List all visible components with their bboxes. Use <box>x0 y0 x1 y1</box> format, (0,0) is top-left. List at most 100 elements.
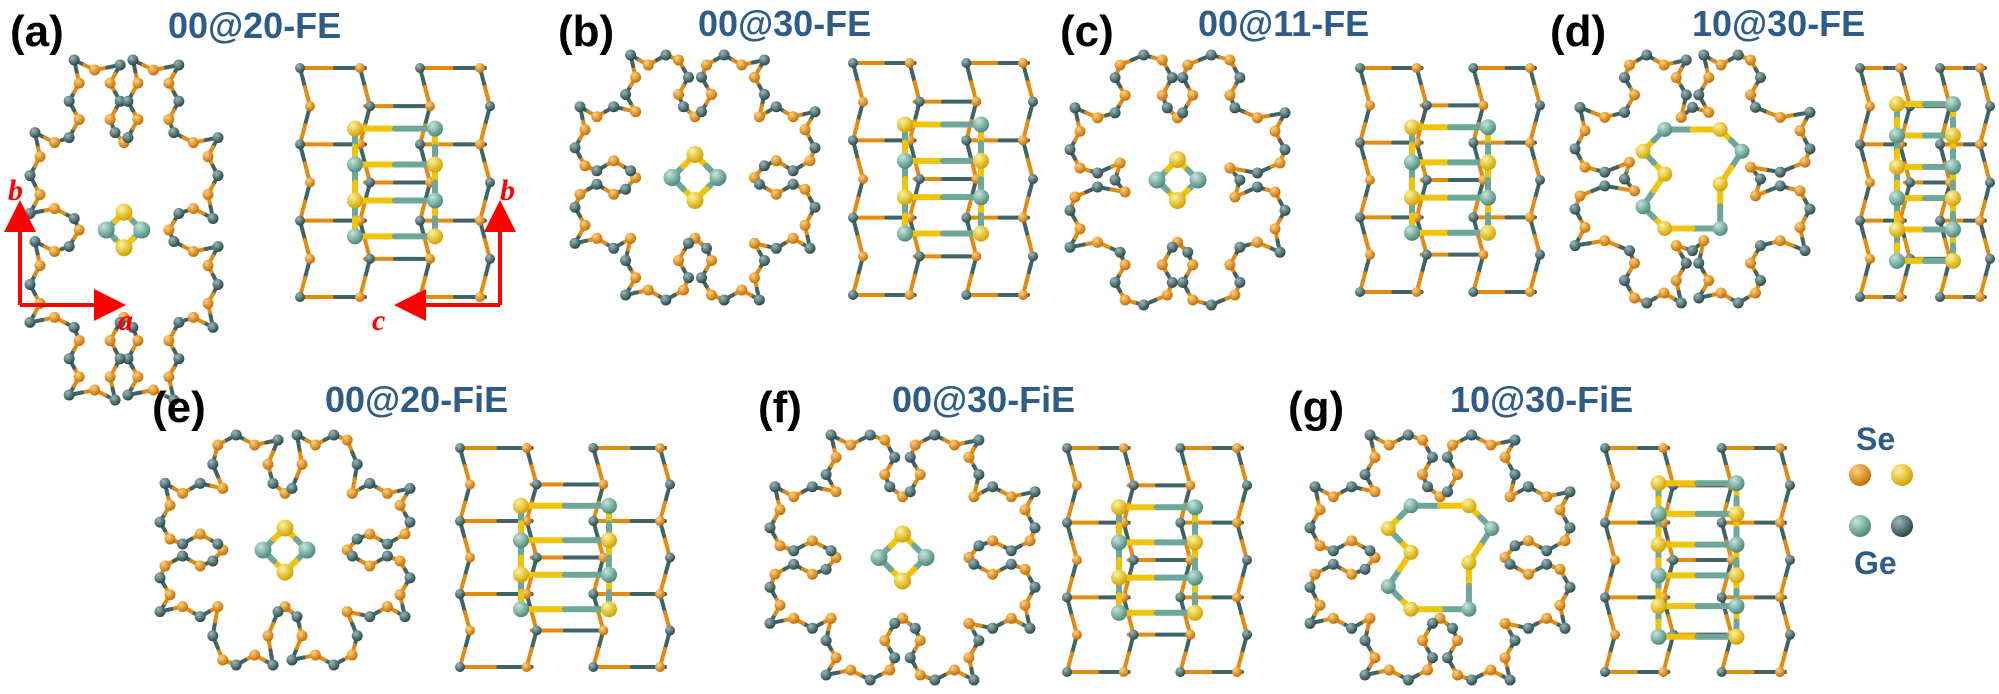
ge-atom <box>787 178 799 190</box>
se-atom <box>1745 257 1756 269</box>
se-atom <box>1975 215 1985 226</box>
se-atom <box>1745 161 1756 173</box>
ge-atom <box>848 135 858 146</box>
se-atom <box>163 77 175 89</box>
ge-atom <box>154 516 166 528</box>
se-atom <box>1229 191 1241 203</box>
ge-atom <box>365 101 375 112</box>
se-atom <box>394 589 406 601</box>
se-atom <box>1775 517 1785 528</box>
side-view-b <box>848 58 1038 300</box>
se-atom <box>49 137 61 149</box>
panel-label-g: (g) <box>1288 383 1344 432</box>
ge-atom <box>351 533 363 545</box>
ge-atom <box>1064 144 1076 156</box>
top-view-b <box>569 49 821 306</box>
se-atom <box>1889 221 1905 238</box>
se-atom <box>521 662 532 672</box>
ge-atom <box>660 49 672 61</box>
ge-atom <box>1359 563 1371 575</box>
ge-atom <box>678 101 689 113</box>
se-atom <box>1232 592 1242 603</box>
ge-atom <box>1569 203 1581 215</box>
se-atom <box>513 497 529 514</box>
se-atom <box>202 189 214 201</box>
se-atom <box>608 155 620 167</box>
ge-atom <box>1509 540 1521 552</box>
ge-atom <box>272 606 284 618</box>
ge-atom <box>1541 558 1553 570</box>
ge-atom <box>68 54 80 66</box>
se-atom <box>1525 137 1535 148</box>
panel-label-d: (d) <box>1550 7 1606 56</box>
se-atom <box>770 155 782 167</box>
se-atom <box>1715 59 1727 71</box>
se-atom <box>347 192 363 209</box>
se-atom <box>132 113 144 125</box>
ge-atom <box>207 458 219 470</box>
ge-atom <box>1480 189 1496 206</box>
ge-atom <box>1680 257 1692 269</box>
ge-atom <box>1650 567 1667 584</box>
ge-atom <box>1693 257 1705 269</box>
ge-atom <box>381 550 393 562</box>
ge-atom <box>1359 635 1371 647</box>
se-atom <box>655 589 665 599</box>
se-atom <box>1610 480 1620 491</box>
ge-atom <box>1480 119 1496 136</box>
ge-atom <box>620 289 632 301</box>
ge-atom <box>820 468 832 480</box>
ge-atom <box>1728 475 1745 492</box>
se-atom <box>1579 125 1591 137</box>
se-atom <box>1187 294 1199 306</box>
ge-atom <box>1619 106 1630 118</box>
ge-atom <box>1109 174 1121 186</box>
ge-atom <box>1359 468 1371 480</box>
ge-atom <box>1905 177 1915 188</box>
se-atom <box>1485 439 1497 451</box>
ge-atom <box>1755 275 1766 287</box>
se-atom <box>1504 491 1516 503</box>
ge-atom <box>122 389 134 401</box>
se-atom <box>1161 289 1173 301</box>
ge-atom <box>267 477 279 489</box>
ge-atom <box>24 278 36 290</box>
ge-atom <box>63 241 75 252</box>
ge-atom <box>683 71 694 83</box>
se-atom <box>1452 635 1463 647</box>
se-atom <box>830 451 842 463</box>
legend: Se Ge <box>1849 421 1913 581</box>
se-atom <box>825 612 837 624</box>
se-atom <box>347 120 363 137</box>
ge-atom <box>1029 581 1041 593</box>
panel-title-e: 00@20-FiE <box>325 379 508 420</box>
ge-atom <box>24 170 36 182</box>
ge-atom <box>809 106 821 118</box>
ge-atom <box>1421 100 1432 111</box>
ge-atom <box>1619 173 1630 185</box>
se-atom <box>73 224 85 236</box>
se-atom <box>276 519 294 537</box>
se-atom <box>1327 612 1339 624</box>
ge-atom <box>97 221 115 239</box>
se-atom <box>1019 504 1031 516</box>
ge-atom <box>1687 245 1698 257</box>
ge-atom <box>1522 481 1534 493</box>
se-atom <box>1579 221 1591 233</box>
se-atom <box>309 649 321 661</box>
ge-atom <box>696 71 707 83</box>
ge-atom <box>399 611 411 623</box>
se-atom <box>1119 294 1131 306</box>
legend-se-inner-atom <box>1891 464 1913 486</box>
se-atom <box>1895 63 1905 73</box>
ge-atom <box>364 611 376 623</box>
se-atom <box>1224 54 1236 66</box>
ge-atom <box>133 221 151 239</box>
ge-atom <box>455 443 465 453</box>
panel-label-a: (a) <box>10 7 64 56</box>
ge-atom <box>1935 139 1945 150</box>
ge-atom <box>1785 629 1795 640</box>
side-view-d <box>1855 63 1995 302</box>
se-atom <box>305 177 315 188</box>
ge-atom <box>1364 429 1376 441</box>
